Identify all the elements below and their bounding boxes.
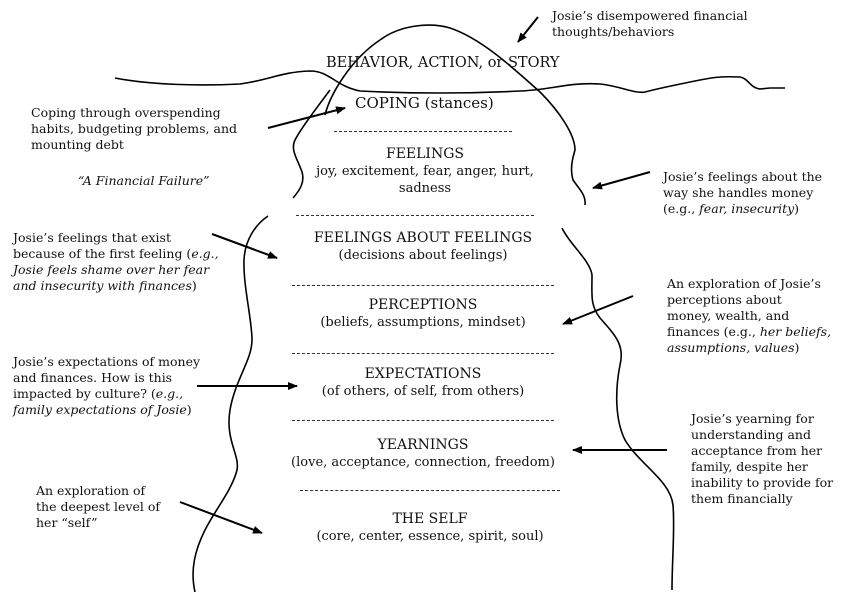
note-line: An exploration of <box>36 483 146 498</box>
note-line: (e.g., fear, insecurity) <box>663 201 822 217</box>
layer-feelings-about-feelings: FEELINGS ABOUT FEELINGS (decisions about… <box>292 229 554 264</box>
note-line: her “self” <box>36 515 98 530</box>
layer-feelings-title: FEELINGS <box>385 146 464 162</box>
layer-ff-title: FEELINGS ABOUT FEELINGS <box>313 230 533 246</box>
note-line: Coping through overspending <box>31 105 221 120</box>
text: ) <box>794 340 800 355</box>
note-line: finances (e.g., her beliefs, <box>667 324 831 340</box>
layer-feelings-examples-2: sadness <box>398 181 452 196</box>
note-line: Josie feels shame over her fear <box>13 262 219 278</box>
layer-feelings: FEELINGS joy, excitement, fear, anger, h… <box>300 145 550 197</box>
waterline <box>114 70 785 94</box>
layer-expectations-sub: (of others, of self, from others) <box>321 384 525 399</box>
note-line: thoughts/behaviors <box>552 24 675 39</box>
text: ) <box>191 278 197 293</box>
note-self: An exploration of the deepest level of h… <box>36 483 160 531</box>
layer-behavior: BEHAVIOR, ACTION, or STORY <box>326 55 560 71</box>
layer-expectations: EXPECTATIONS (of others, of self, from o… <box>292 365 554 400</box>
divider-feelings-ff <box>296 215 534 216</box>
note-line: An exploration of Josie’s <box>667 276 821 291</box>
note-perceptions: An exploration of Josie’s perceptions ab… <box>667 276 831 356</box>
divider-coping-feelings <box>334 131 512 132</box>
note-line: impacted by culture? (e.g., <box>13 386 200 402</box>
note-line: them financially <box>691 491 793 506</box>
text-italic: Josie feels shame over her fear <box>13 262 210 277</box>
note-line: way she handles money <box>663 185 814 200</box>
note-line: money, wealth, and <box>667 308 790 323</box>
note-feelings: Josie’s feelings about the way she handl… <box>663 169 822 217</box>
text-italic: assumptions, values <box>667 340 795 355</box>
arrow-self <box>179 501 263 534</box>
layer-perceptions-title: PERCEPTIONS <box>368 297 478 313</box>
text-italic: and insecurity with finances <box>13 278 192 293</box>
note-line: understanding and <box>691 427 811 442</box>
iceberg-tip-left-edge <box>292 89 331 199</box>
note-behavior: Josie’s disempowered financial thoughts/… <box>552 8 748 40</box>
layer-self-sub: (core, center, essence, spirit, soul) <box>316 529 544 544</box>
layer-yearnings: YEARNINGS (love, acceptance, connection,… <box>290 436 556 471</box>
note-expectations: Josie’s expectations of money and financ… <box>13 354 200 418</box>
text-italic: family expectations of Josie <box>13 402 187 417</box>
note-line: and insecurity with finances) <box>13 278 219 294</box>
note-line: Josie’s feelings that exist <box>13 230 171 245</box>
note-line: the deepest level of <box>36 499 161 514</box>
iceberg-tip-outline <box>324 24 586 206</box>
layer-feelings-examples: joy, excitement, fear, anger, hurt, <box>316 164 534 179</box>
divider-expectations-yearnings <box>292 420 554 421</box>
layer-perceptions: PERCEPTIONS (beliefs, assumptions, minds… <box>292 296 554 331</box>
note-coping-quote: “A Financial Failure” <box>78 173 210 189</box>
iceberg-left-edge <box>192 215 269 593</box>
layer-yearnings-sub: (love, acceptance, connection, freedom) <box>291 455 555 470</box>
text: finances (e.g., <box>667 324 760 339</box>
note-line: inability to provide for <box>691 475 834 490</box>
arrow-perceptions <box>562 295 634 325</box>
arrow-behavior <box>517 16 539 43</box>
text-italic: her beliefs, <box>759 324 832 339</box>
text-italic: e.g., <box>155 386 184 401</box>
note-line: Josie’s yearning for <box>691 411 814 426</box>
note-yearnings: Josie’s yearning for understanding and a… <box>691 411 833 507</box>
layer-self: THE SELF (core, center, essence, spirit,… <box>300 510 560 545</box>
text: ) <box>794 201 800 216</box>
divider-yearnings-self <box>300 490 560 491</box>
note-line: and finances. How is this <box>13 370 173 385</box>
note-line: assumptions, values) <box>667 340 831 356</box>
arrow-feelings <box>592 171 651 190</box>
text-italic: fear, insecurity <box>699 201 795 216</box>
arrow-coping <box>267 106 346 129</box>
divider-perceptions-expectations <box>292 353 554 354</box>
note-line: perceptions about <box>667 292 782 307</box>
note-line: habits, budgeting problems, and <box>31 121 238 136</box>
iceberg-right-edge <box>561 227 675 591</box>
layer-yearnings-title: YEARNINGS <box>377 437 469 453</box>
layer-coping: COPING (stances) <box>355 94 494 112</box>
note-line: mounting debt <box>31 137 124 152</box>
note-line: family expectations of Josie) <box>13 402 200 418</box>
text: (e.g., <box>663 201 700 216</box>
note-line: Josie’s feelings about the <box>663 169 823 184</box>
quote-financial-failure: “A Financial Failure” <box>78 173 210 188</box>
note-line: Josie’s expectations of money <box>13 354 201 369</box>
note-line: Josie’s disempowered financial <box>552 8 748 23</box>
note-line: acceptance from her <box>691 443 823 458</box>
text: ) <box>186 402 192 417</box>
divider-ff-perceptions <box>292 285 554 286</box>
note-feelings-about-feelings: Josie’s feelings that exist because of t… <box>13 230 219 294</box>
note-line: because of the first feeling (e.g., <box>13 246 219 262</box>
text-italic: e.g., <box>191 246 219 261</box>
layer-self-title: THE SELF <box>392 511 468 527</box>
layer-expectations-title: EXPECTATIONS <box>364 366 482 382</box>
arrow-feelings-about-feelings <box>211 233 278 259</box>
text: because of the first feeling ( <box>13 246 192 261</box>
note-coping: Coping through overspending habits, budg… <box>31 105 237 153</box>
text: impacted by culture? ( <box>13 386 156 401</box>
layer-perceptions-sub: (beliefs, assumptions, mindset) <box>320 315 526 330</box>
note-line: family, despite her <box>691 459 808 474</box>
layer-ff-sub: (decisions about feelings) <box>338 248 508 263</box>
